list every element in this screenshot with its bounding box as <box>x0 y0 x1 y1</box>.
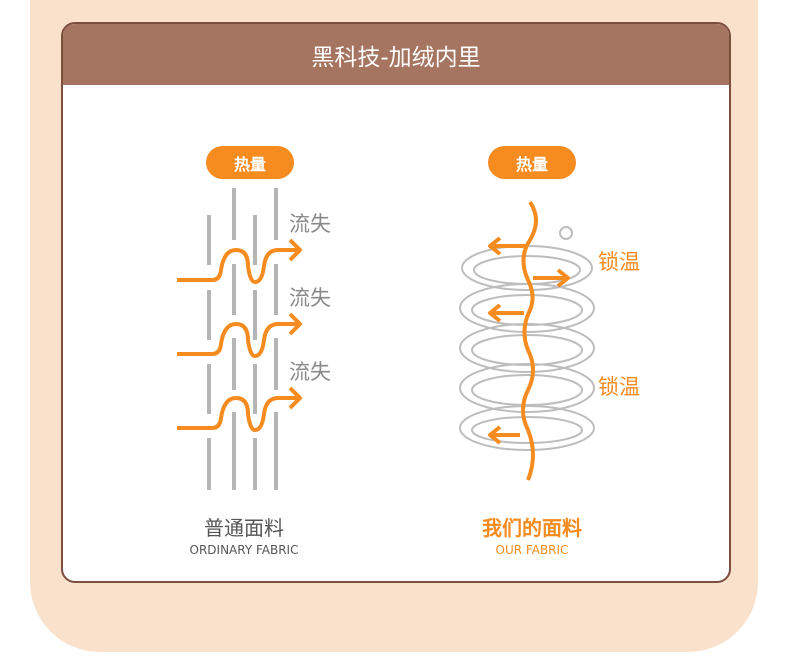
caption-en: ORDINARY FABRIC <box>189 543 299 557</box>
caption-en: OUR FABRIC <box>495 543 569 557</box>
ordinary-fabric-fibers <box>207 188 278 490</box>
our-fabric-caption: 我们的面料 OUR FABRIC <box>432 512 632 557</box>
heat-loss-arrow <box>177 238 302 284</box>
heat-lock-label: 锁温 <box>598 375 640 399</box>
heat-loss-label: 流失 <box>289 212 331 236</box>
fleece-coil <box>459 226 595 451</box>
caption-cn: 我们的面料 <box>482 516 582 540</box>
card-title: 黑科技-加绒内里 <box>63 24 729 85</box>
heat-badge-ours: 热量 <box>488 146 576 179</box>
heat-loss-arrow <box>177 312 302 358</box>
heat-retention-arrow <box>533 268 570 288</box>
heat-badge-ordinary: 热量 <box>206 146 294 179</box>
heat-loss-arrows <box>177 238 302 432</box>
ordinary-fabric-caption: 普通面料 ORDINARY FABRIC <box>144 512 344 557</box>
heat-retention-arrow <box>488 425 520 445</box>
heat-retention-arrows <box>488 200 570 481</box>
heat-retention-arrow <box>488 236 525 256</box>
heat-flow-line <box>521 200 538 481</box>
heat-lock-label: 锁温 <box>598 250 640 274</box>
feature-card: 黑科技-加绒内里 <box>61 22 731 583</box>
heat-loss-label: 流失 <box>289 360 331 384</box>
heat-loss-arrow <box>177 386 302 432</box>
caption-cn: 普通面料 <box>204 516 284 540</box>
heat-loss-label: 流失 <box>289 286 331 310</box>
heat-retention-arrow <box>488 303 524 323</box>
